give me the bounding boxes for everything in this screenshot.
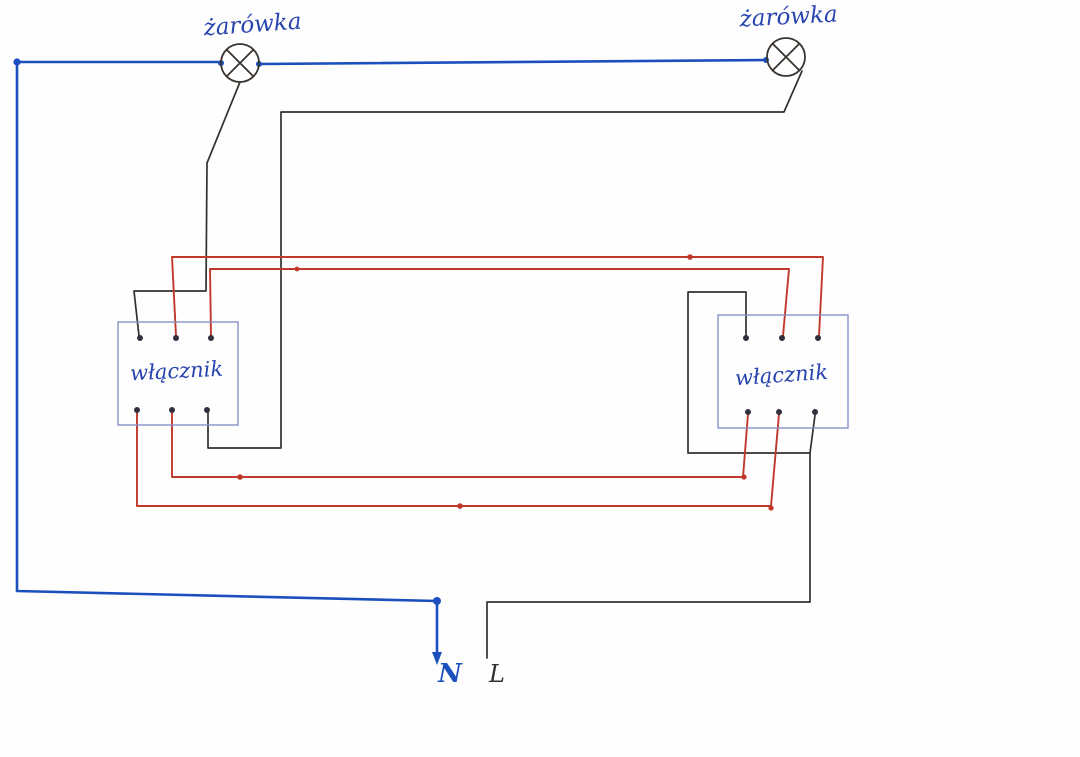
neutral-wire [13, 57, 769, 665]
terminal-dot [743, 335, 749, 341]
terminal-dot [745, 409, 751, 415]
switch-box-left [117, 321, 239, 426]
bulb-icon-right [766, 37, 806, 77]
neutral-label: N [437, 659, 463, 689]
live-wire [486, 291, 816, 659]
neutral-arrowhead [432, 652, 442, 665]
switch-left: włącznik [117, 321, 239, 426]
traveler-bottom-inner [171, 411, 749, 478]
terminal-dot [812, 409, 818, 415]
switch-right-terminals [743, 335, 821, 415]
wire-direction-dot [741, 474, 747, 480]
terminal-dot [779, 335, 785, 341]
live-label: L [488, 660, 505, 688]
traveler-wires [136, 254, 824, 511]
traveler-bottom-outer [136, 411, 780, 507]
wire-direction-dot [687, 254, 693, 260]
wire-direction-dot [457, 503, 463, 509]
bulb-icon-left [220, 43, 260, 83]
right-lamp-return-wire [207, 70, 803, 449]
wire-junction-dot [433, 597, 441, 605]
traveler-top-outer [171, 256, 824, 337]
switch-label-right: włącznik [734, 360, 829, 390]
terminal-dot [173, 335, 179, 341]
terminal-dot [208, 335, 214, 341]
left-lamp-return-wire [133, 81, 241, 337]
terminal-dot [169, 407, 175, 413]
terminal-dot [204, 407, 210, 413]
terminal-dot [815, 335, 821, 341]
switch-box-right [717, 314, 849, 429]
wire-direction-dot [294, 266, 300, 272]
lamp-return-wires [133, 70, 803, 449]
terminal-dot [776, 409, 782, 415]
wire-junction-dot [13, 58, 21, 66]
traveler-top-inner [209, 268, 790, 337]
wire-direction-dot [237, 474, 243, 480]
terminal-dot [134, 407, 140, 413]
wire-direction-dot [768, 505, 774, 511]
bulb-label-left: żarówka [202, 9, 303, 42]
bulb-label-right: żarówka [738, 1, 838, 32]
switch-label-left: włącznik [130, 357, 224, 386]
switch-left-terminals [134, 335, 214, 413]
terminal-dot [137, 335, 143, 341]
